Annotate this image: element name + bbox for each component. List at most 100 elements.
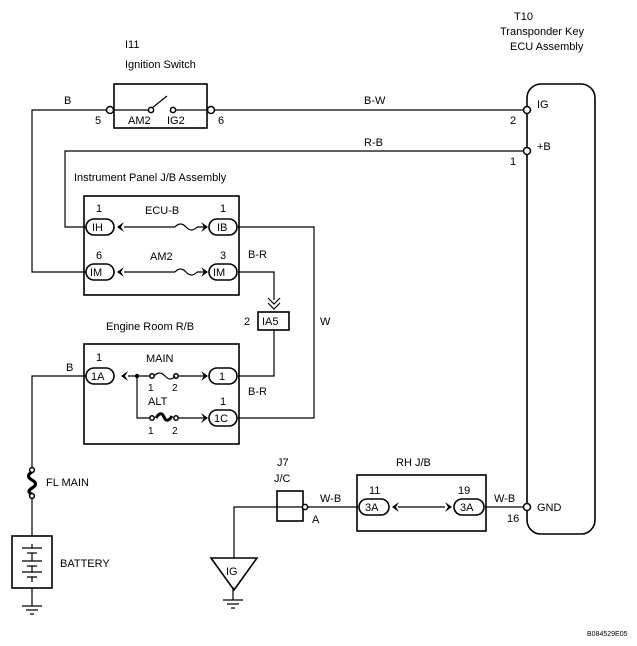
ip-jb-connector-im-left (85, 263, 115, 281)
jc-name: J/C (274, 473, 291, 485)
rh-jb-right-num: 19 (458, 485, 470, 497)
junction-connector-j7: J7 J/C A (274, 457, 320, 526)
ignition-name: Ignition Switch (125, 59, 196, 71)
ground-symbol-icon (223, 599, 243, 609)
er-rb-1c-terminal (201, 413, 208, 423)
rh-jb-right-terminal (445, 502, 452, 512)
battery-ground-icon (22, 605, 42, 615)
er-rb-connector-1c (208, 409, 238, 427)
ignition-switch-blade (151, 95, 168, 109)
ignition-contact-ig2-label: IG2 (167, 115, 185, 127)
ip-jb-connector-im-left-label: IM (90, 267, 102, 279)
ignition-body (113, 83, 208, 129)
engine-room-rb: Engine Room R/B 1 1A MAIN 1 2 1 ALT 1 2 … (83, 321, 240, 445)
ip-jb-row1-fuse: ECU-B (145, 205, 179, 217)
ignition-switch: I11 Ignition Switch 5 6 AM2 IG2 (95, 39, 224, 129)
battery-icon (22, 544, 42, 582)
ia5-label: IA5 (262, 316, 279, 328)
wire-jc-ground (233, 506, 303, 558)
ignition-contact-am2 (147, 106, 155, 114)
wire-label-w-b-right: W-B (494, 493, 515, 505)
er-rb-main-fuse-pin1-label: 1 (148, 383, 154, 394)
ignition-contact-am2-label: AM2 (128, 115, 151, 127)
er-rb-connector-1a (85, 367, 115, 385)
wire-b-battery (31, 375, 86, 472)
diagram-code: B084529E05 (587, 631, 628, 638)
fl-main-and-battery: FL MAIN BATTERY (11, 466, 110, 615)
jc-pin-label: A (312, 514, 320, 526)
wire-b-r-top (238, 271, 275, 300)
ia5-arrow (267, 297, 281, 310)
wire-label-b-top: B (64, 95, 71, 107)
rh-jb-left-terminal (392, 502, 399, 512)
rh-jb-connector-3a-right-label: 3A (460, 502, 474, 514)
ip-jb-fuse-am2 (174, 268, 198, 276)
jc-pin-a (301, 503, 309, 511)
ignition-pin-5-label: 5 (95, 115, 101, 127)
ecu-pin-b-num: 1 (510, 156, 516, 168)
ecu-pin-gnd-num: 16 (507, 513, 519, 525)
instrument-panel-jb: Instrument Panel J/B Assembly 1 IH ECU-B… (74, 172, 240, 296)
ip-jb-row2-right-num: 3 (220, 250, 226, 262)
ecu-id: T10 (514, 11, 533, 23)
er-rb-alt-fuse-pin1 (149, 415, 155, 421)
er-rb-name: Engine Room R/B (106, 321, 194, 333)
jc-id: J7 (277, 457, 289, 469)
wire-r-b (64, 150, 528, 228)
ecu-pin-ig-name: IG (537, 99, 549, 111)
wire-label-w-b-left: W-B (320, 493, 341, 505)
er-rb-alt-right-num: 1 (220, 396, 226, 408)
wire-alt-internal (136, 376, 204, 419)
er-rb-1-terminal (201, 371, 208, 381)
wire-labels: B B-W R-B B-R W B-R B W-B W-B (64, 95, 515, 505)
ip-jb-row2-fuse: AM2 (150, 251, 173, 263)
ecu-pin-b (522, 146, 532, 156)
ip-jb-connector-ib-label: IB (217, 222, 227, 234)
ip-jb-ih-terminal (117, 222, 124, 232)
ecu-name-line1: Transponder Key (500, 26, 584, 38)
battery-box (11, 535, 53, 589)
er-rb-connector-1-label: 1 (219, 371, 225, 383)
er-rb-connector-1a-label: 1A (91, 371, 105, 383)
ia5-pin: 2 (244, 316, 250, 328)
er-rb-main-fuse-pin2-label: 2 (172, 383, 178, 394)
er-rb-connector-1c-label: 1C (214, 413, 228, 425)
rh-jb: RH J/B 11 3A 19 3A (356, 457, 487, 532)
fl-main-fuse-icon (26, 470, 38, 496)
er-rb-1a-terminal (121, 371, 128, 381)
ip-jb-ib-terminal (201, 222, 208, 232)
rh-jb-name: RH J/B (396, 457, 431, 469)
rh-jb-body (356, 474, 487, 532)
ecu-pin-gnd (522, 502, 532, 512)
ip-jb-row2-left-num: 6 (96, 250, 102, 262)
ignition-contact-ig2 (169, 106, 177, 114)
fl-main-pin-bottom (28, 492, 36, 500)
ip-jb-row1-left-num: 1 (96, 203, 102, 215)
er-rb-main-fuse: MAIN (146, 353, 174, 365)
ip-jb-im-right-terminal (201, 267, 208, 277)
ip-jb-im-left-terminal (117, 267, 124, 277)
er-rb-alt-fuse-pin2 (173, 415, 179, 421)
ip-jb-fuse-ecu-b (174, 223, 198, 231)
er-rb-body (83, 343, 240, 445)
ignition-pin-5 (105, 105, 115, 115)
wire-label-b-r-bottom: B-R (248, 386, 267, 398)
er-rb-connector-1 (208, 367, 238, 385)
er-rb-main-left-num: 1 (96, 352, 102, 364)
ip-jb-body (83, 195, 240, 296)
rh-jb-connector-3a-left-label: 3A (365, 502, 379, 514)
ecu-t10: T10 Transponder Key ECU Assembly IG 2 +B… (500, 11, 596, 535)
ignition-pin-6-label: 6 (218, 115, 224, 127)
wire-w (238, 226, 315, 419)
wire-b-ignition (31, 109, 107, 273)
ecu-pin-ig-num: 2 (510, 115, 516, 127)
ia5-connector: IA5 2 (244, 297, 290, 336)
wire-label-r-b: R-B (364, 137, 383, 149)
er-rb-fuse-main (153, 372, 176, 380)
rh-jb-connector-3a-right (453, 498, 485, 516)
ip-jb-connector-im-right-label: IM (213, 267, 225, 279)
ecu-pin-ig (522, 105, 532, 115)
er-rb-junction (134, 373, 140, 379)
ip-jb-connector-ih-label: IH (92, 222, 103, 234)
ecu-name-line2: ECU Assembly (510, 41, 584, 53)
